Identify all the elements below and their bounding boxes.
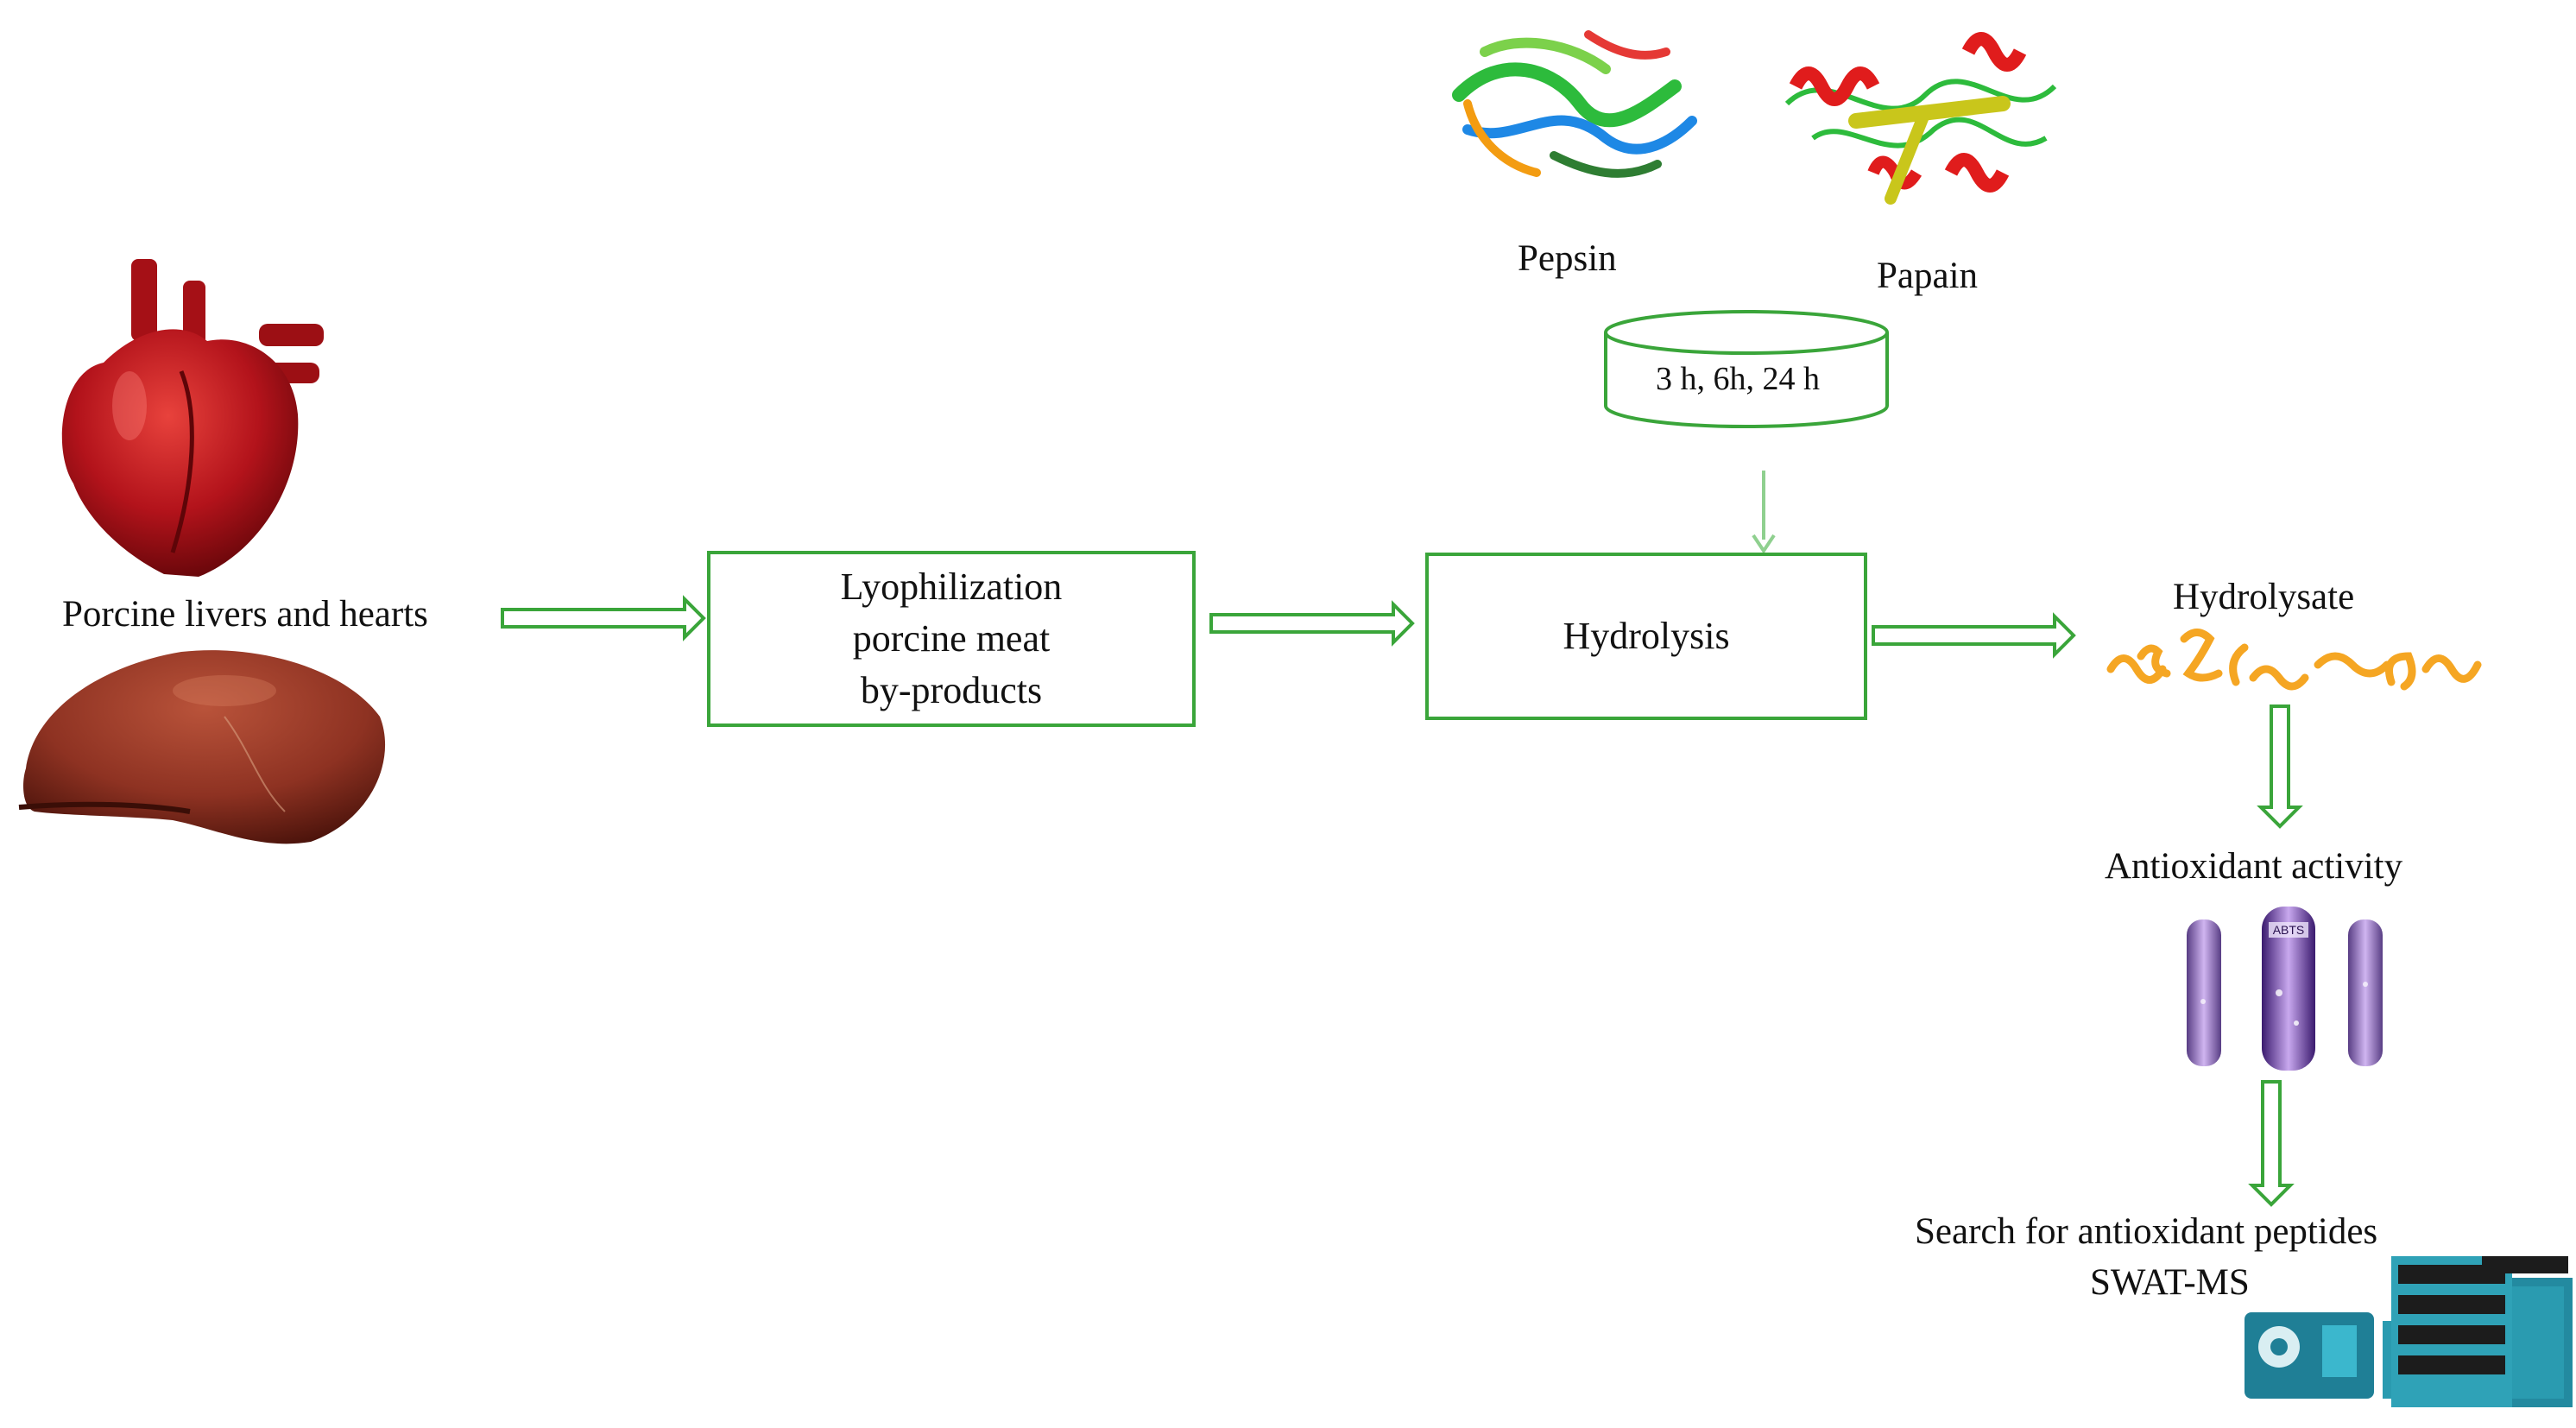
double-arrow-to-hydrolysis: [1209, 600, 1415, 647]
incubation-time-label: 3 h, 6h, 24 h: [1656, 361, 1820, 397]
protein-ribbon-icon: [1452, 30, 1697, 178]
test-tubes-icon: ABTS: [2187, 907, 2383, 1071]
peptide-chains-icon: [2106, 629, 2482, 691]
swat-ms-label: SWAT-MS: [2090, 1262, 2250, 1303]
lyophilization-box: Lyophilization porcine meat by-products: [707, 551, 1196, 727]
double-arrow-to-hydrolysate: [1872, 612, 2076, 659]
lyophilization-line1: Lyophilization: [840, 566, 1063, 608]
double-arrow-to-lyophilization: [501, 595, 706, 641]
double-arrow-to-search: [2248, 1080, 2295, 1207]
liver-organ-icon: [18, 650, 386, 844]
incubation-cylinder: [1604, 310, 1889, 428]
pepsin-label: Pepsin: [1518, 238, 1617, 279]
papain-label: Papain: [1877, 256, 1979, 296]
tube-label: ABTS: [2273, 923, 2305, 937]
hydrolysate-label: Hydrolysate: [2173, 577, 2355, 617]
hydrolysis-box: Hydrolysis: [1425, 553, 1867, 720]
source-label: Porcine livers and hearts: [62, 594, 428, 635]
search-peptides-label: Search for antioxidant peptides: [1915, 1211, 2378, 1252]
incubation-arrow: [1752, 471, 1776, 554]
mass-spectrometer-icon: [2245, 1256, 2573, 1407]
antioxidant-activity-label: Antioxidant activity: [2105, 846, 2403, 887]
lyophilization-line2: porcine meat: [852, 617, 1051, 660]
hydrolysis-label: Hydrolysis: [1563, 615, 1730, 657]
lyophilization-line3: by-products: [860, 669, 1043, 711]
protein-ribbon-icon: [1784, 32, 2057, 205]
double-arrow-to-antioxidant: [2257, 705, 2303, 829]
heart-organ-icon: [61, 259, 324, 577]
